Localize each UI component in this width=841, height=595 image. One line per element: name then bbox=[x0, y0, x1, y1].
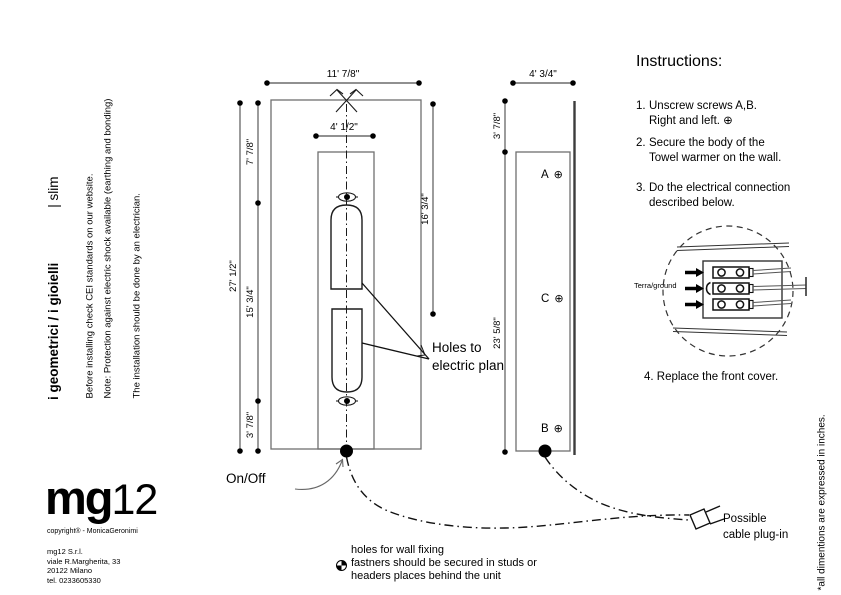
terminal-wires bbox=[752, 267, 807, 307]
dim-front-top-offset: 7' 7/8" bbox=[245, 138, 256, 166]
center-mark-icon bbox=[329, 88, 364, 113]
wall-section-lines bbox=[672, 242, 790, 336]
screw-icon: ⊕ bbox=[554, 293, 564, 305]
electric-hole-slot-bottom bbox=[331, 308, 363, 393]
instruction-step-2: 2.Secure the body of the Towel warmer on… bbox=[636, 136, 781, 166]
address-line: 20122 Milano bbox=[47, 566, 93, 576]
address-line: mg12 S.r.l. bbox=[47, 547, 83, 556]
cable-plugin-line2: cable plug-in bbox=[723, 529, 789, 541]
holes-label-line2: electric plan bbox=[432, 357, 505, 373]
address-line: tel. 0233605330 bbox=[47, 575, 101, 585]
fastener-symbol-icon bbox=[336, 560, 347, 571]
holes-label-line1: Holes to bbox=[432, 340, 482, 355]
onoff-dot bbox=[340, 444, 353, 458]
instruction-step-4: 4. Replace the front cover. bbox=[644, 371, 779, 383]
ground-bracket-icon bbox=[705, 281, 711, 296]
dim-front-width: 11' 7/8" bbox=[326, 69, 360, 80]
onoff-arrow bbox=[294, 458, 344, 490]
mg12-logo: mg12 bbox=[45, 471, 159, 525]
copyright-line: copyright® - MonicaGeronimi bbox=[47, 528, 138, 535]
fastener-marker-bottom bbox=[336, 396, 358, 406]
side-cable-dot bbox=[538, 444, 552, 458]
cable-plugin-line1: Possible bbox=[723, 513, 767, 525]
electrical-connection-detail bbox=[662, 225, 807, 357]
screw-icon: ⊕ bbox=[553, 169, 563, 181]
footnote-line1: holes for wall fixing bbox=[351, 544, 444, 556]
margin-note-dimensions: *all dimentions are expressed in inches. bbox=[816, 414, 828, 591]
front-dimension-lines bbox=[237, 80, 436, 454]
holes-label: Holes to electric plan bbox=[432, 339, 504, 374]
series-title-text: i geometrici / i gioielli bbox=[46, 262, 61, 400]
screw-marker-b: B⊕ bbox=[541, 422, 563, 435]
note-shock: Note: Protection against electric shock … bbox=[102, 98, 114, 399]
dim-front-right-span: 16' 3/4" bbox=[420, 193, 431, 225]
dim-front-bottom-offset: 3' 7/8" bbox=[245, 411, 256, 439]
cable-front bbox=[345, 456, 690, 529]
dim-front-height: 27' 1/2" bbox=[228, 260, 239, 292]
holes-leader-lines bbox=[361, 282, 430, 360]
fastener-marker-top bbox=[336, 192, 358, 202]
dim-side-width: 4' 3/4" bbox=[529, 69, 557, 80]
terra-ground-label: Terra/ground bbox=[634, 281, 677, 290]
instruction-step-1: 1.Unscrew screws A,B. Right and left. ⊕ bbox=[636, 99, 757, 129]
address-line: viale R.Margherita, 33 bbox=[47, 556, 121, 566]
plug-icon bbox=[689, 505, 725, 530]
step-text: Right and left. ⊕ bbox=[649, 115, 733, 127]
instruction-step-3: 3.Do the electrical connection described… bbox=[636, 181, 790, 211]
series-variant-text: | slim bbox=[46, 176, 61, 208]
note-electrician: The installation should be done by an el… bbox=[131, 193, 143, 399]
step-text: Towel warmer on the wall. bbox=[649, 152, 782, 164]
step-text: Secure the body of the bbox=[649, 137, 765, 149]
screw-icon: ⊕ bbox=[553, 423, 563, 435]
side-dimension-lines bbox=[502, 80, 576, 455]
terminal-rows bbox=[712, 266, 754, 311]
side-view-outline bbox=[515, 101, 576, 455]
step-number: 1. bbox=[636, 100, 646, 112]
step-number: 2. bbox=[636, 137, 646, 149]
dim-front-mid-span: 15' 3/4" bbox=[245, 286, 256, 318]
instructions-title: Instructions: bbox=[636, 53, 723, 70]
logo-mg-text: mg bbox=[45, 471, 113, 524]
electric-hole-slot-top bbox=[330, 204, 363, 290]
footnote-line3: headers places behind the unit bbox=[351, 570, 501, 582]
dim-front-inner-width: 4' 1/2" bbox=[330, 122, 358, 133]
dim-side-top-offset: 3' 7/8" bbox=[492, 112, 503, 140]
step-number: 3. bbox=[636, 182, 646, 194]
note-website: Before installing check CEI standards on… bbox=[84, 173, 96, 399]
screw-letter: C bbox=[541, 293, 550, 305]
screw-marker-c: C⊕ bbox=[541, 292, 564, 305]
company-address: mg12 S.r.l. viale R.Margherita, 33 20122… bbox=[47, 547, 120, 585]
cable-side bbox=[544, 456, 689, 521]
footnote-line2: fastners should be secured in studs or bbox=[351, 557, 537, 569]
wall-fixing-notes: holes for wall fixing fastners should be… bbox=[351, 544, 537, 583]
screw-letter: A bbox=[541, 169, 549, 181]
screw-letter: B bbox=[541, 423, 549, 435]
step-text: Unscrew screws A,B. bbox=[649, 100, 757, 112]
screw-marker-a: A⊕ bbox=[541, 168, 563, 181]
series-title: i geometrici / i gioielli | slim bbox=[46, 150, 62, 400]
logo-12-text: 12 bbox=[111, 476, 159, 524]
detail-circle bbox=[662, 225, 794, 357]
step-text: Do the electrical connection bbox=[649, 182, 791, 194]
step-text: described below. bbox=[649, 197, 735, 209]
phase-arrows bbox=[685, 268, 704, 309]
onoff-label: On/Off bbox=[226, 471, 266, 486]
cable-plugin-label: Possible cable plug-in bbox=[723, 511, 788, 543]
